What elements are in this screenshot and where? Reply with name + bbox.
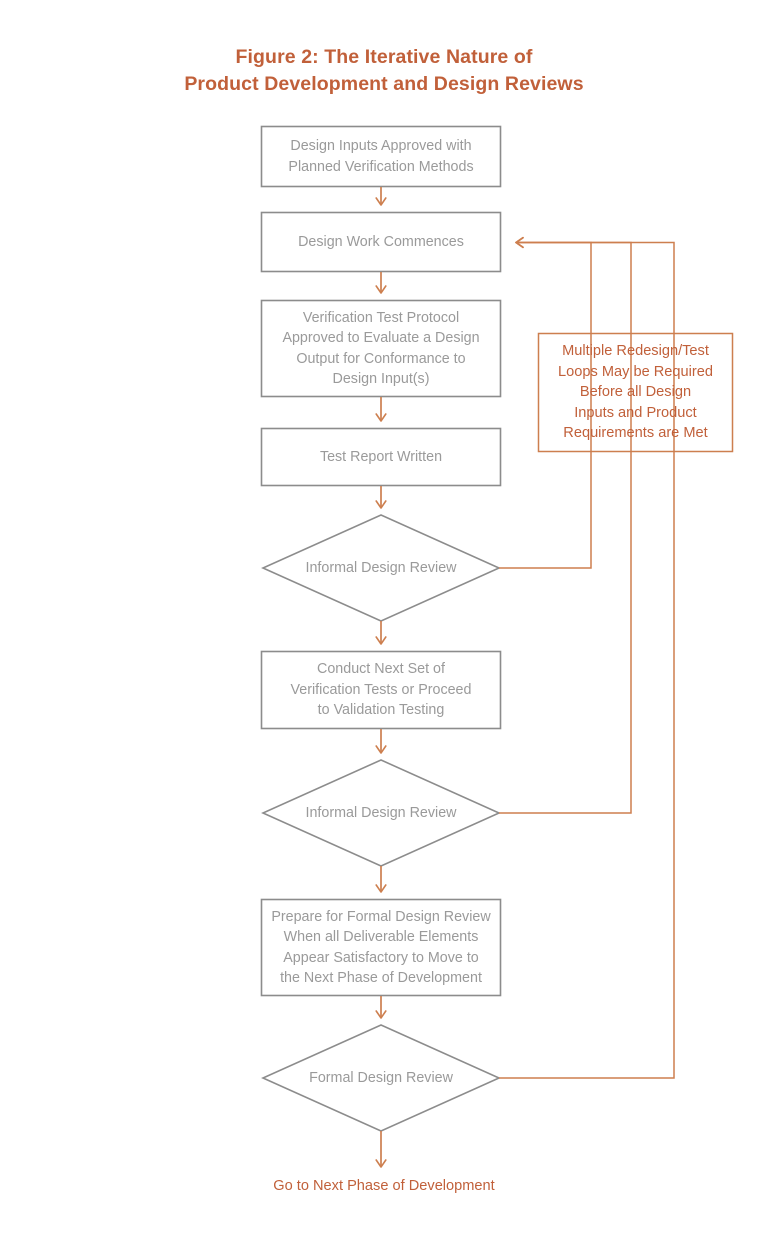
loopback-connectors <box>499 236 675 1079</box>
node-box-prepare-formal-review <box>260 898 502 997</box>
figure-title: Figure 2: The Iterative Nature of Produc… <box>0 44 768 98</box>
node-diamond-informal-review-1 <box>261 514 501 622</box>
figure-title-line-1: Figure 2: The Iterative Nature of <box>235 46 533 68</box>
node-box-design-work <box>260 211 502 273</box>
note-callout-box <box>537 332 734 453</box>
node-box-conduct-next-set <box>260 650 502 730</box>
node-shapes <box>260 125 734 1132</box>
node-box-test-report <box>260 427 502 487</box>
loopback-from-formal-review <box>499 236 675 1079</box>
node-box-design-inputs <box>260 125 502 188</box>
node-diamond-informal-review-2 <box>261 759 501 867</box>
node-diamond-formal-review <box>261 1024 501 1132</box>
loopback-from-informal-review-2 <box>499 236 632 814</box>
figure-title-line-2: Product Development and Design Reviews <box>184 73 584 95</box>
terminal-label: Go to Next Phase of Development <box>273 1178 495 1194</box>
node-box-verification-protocol <box>260 299 502 398</box>
